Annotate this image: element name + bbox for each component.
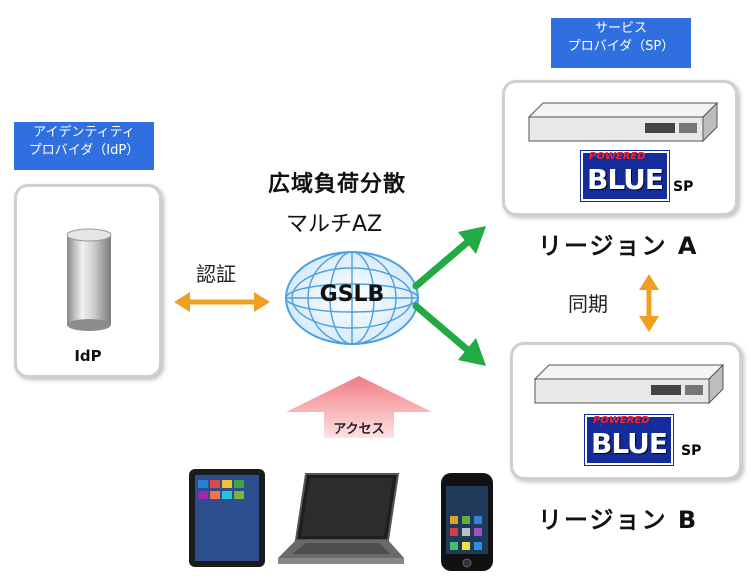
- sync-double-arrow: [639, 274, 659, 332]
- smartphone-icon: [441, 473, 493, 571]
- gslb-title: 広域負荷分散: [268, 172, 407, 197]
- auth-label: 認証: [196, 262, 236, 286]
- rack-server-icon: [533, 363, 725, 405]
- idp-caption: IdP: [74, 347, 102, 365]
- rack-server-icon: [527, 101, 719, 143]
- globe-icon: [285, 251, 419, 345]
- tablet-icon: [189, 469, 265, 567]
- sp-provider-label: サービス プロバイダ（SP）: [551, 18, 691, 68]
- sp-label-line2: プロバイダ（SP）: [567, 39, 675, 54]
- idp-box: IdP: [14, 184, 162, 378]
- region-b-sp-tag: SP: [681, 443, 702, 459]
- route-arrow-to-region-b: [412, 302, 486, 366]
- region-b-box: POWERED BLUE SP: [510, 342, 742, 480]
- laptop-icon: [278, 473, 404, 564]
- access-arrow: [286, 376, 432, 438]
- powered-blue-logo: POWERED BLUE: [585, 415, 673, 465]
- sync-label: 同期: [568, 292, 608, 316]
- powered-blue-main: BLUE: [587, 163, 664, 196]
- idp-label-line1: アイデンティティ: [33, 125, 135, 140]
- region-a-sp-tag: SP: [673, 179, 694, 195]
- gslb-globe-text: GSLB: [319, 282, 385, 307]
- idp-provider-label: アイデンティティ プロバイダ（IdP）: [14, 122, 154, 170]
- gslb-subtitle: マルチAZ: [286, 212, 383, 237]
- auth-double-arrow: [174, 292, 270, 312]
- region-a-name: リージョン A: [538, 232, 699, 260]
- powered-blue-top: POWERED: [593, 415, 650, 426]
- powered-blue-top: POWERED: [589, 151, 646, 162]
- sp-label-line1: サービス: [594, 21, 647, 36]
- server-cylinder-icon: [66, 228, 112, 331]
- powered-blue-logo: POWERED BLUE: [581, 151, 669, 201]
- access-label: アクセス: [333, 422, 385, 437]
- region-a-box: POWERED BLUE SP: [502, 80, 738, 216]
- powered-blue-main: BLUE: [591, 427, 668, 460]
- route-arrow-to-region-a: [412, 226, 486, 290]
- region-b-name: リージョン B: [538, 506, 699, 534]
- idp-label-line2: プロバイダ（IdP）: [28, 143, 140, 158]
